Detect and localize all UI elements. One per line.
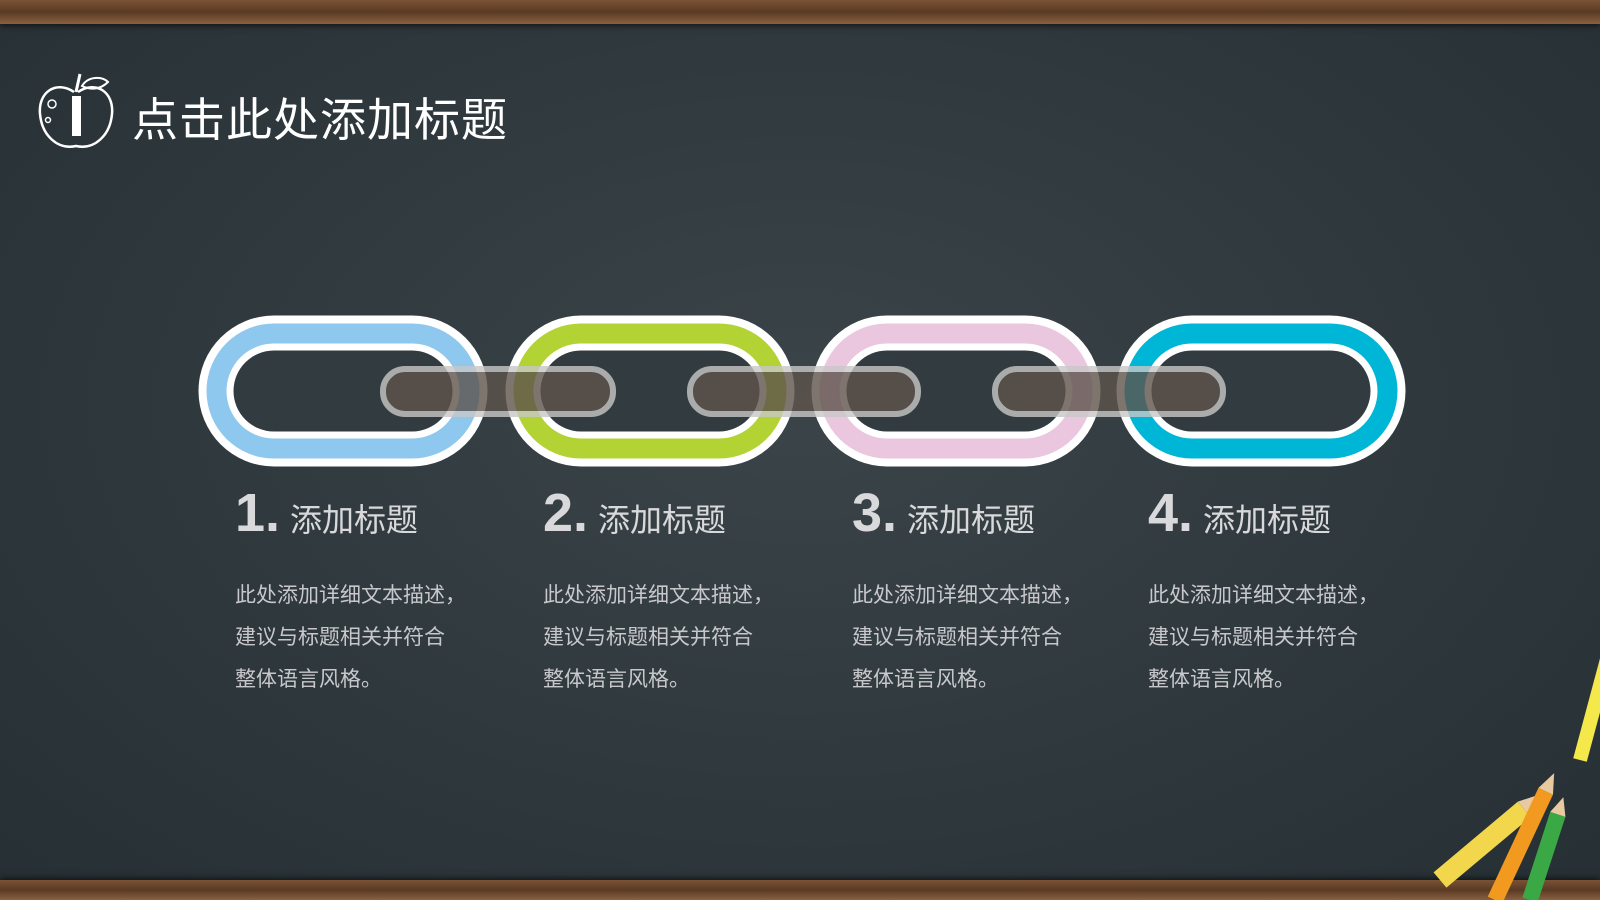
step-desc-line: 此处添加详细文本描述， bbox=[543, 583, 774, 607]
connector-link-1 bbox=[380, 366, 616, 417]
connector-link-3 bbox=[992, 366, 1226, 417]
chalkboard-frame-top bbox=[0, 0, 1600, 24]
step-desc-line: 此处添加详细文本描述， bbox=[1148, 583, 1379, 607]
step-1: 1.添加标题 此处添加详细文本描述， 建议与标题相关并符合整体语言风格。 bbox=[235, 482, 505, 700]
step-desc-line: 整体语言风格。 bbox=[852, 667, 999, 691]
step-title[interactable]: 添加标题 bbox=[598, 501, 727, 539]
step-desc-line: 建议与标题相关并符合 bbox=[543, 625, 753, 649]
page-title[interactable]: 点击此处添加标题 bbox=[132, 93, 508, 147]
step-desc-line: 建议与标题相关并符合 bbox=[852, 625, 1062, 649]
step-desc-line: 整体语言风格。 bbox=[235, 667, 382, 691]
step-desc-line: 建议与标题相关并符合 bbox=[1148, 625, 1358, 649]
step-desc-line: 整体语言风格。 bbox=[543, 667, 690, 691]
step-title[interactable]: 添加标题 bbox=[1203, 501, 1332, 539]
step-title[interactable]: 添加标题 bbox=[290, 501, 419, 539]
connector-link-2 bbox=[687, 366, 921, 417]
pencils-decoration bbox=[1433, 642, 1600, 900]
step-3: 3.添加标题 此处添加详细文本描述， 建议与标题相关并符合整体语言风格。 bbox=[852, 482, 1122, 700]
step-desc-line: 此处添加详细文本描述， bbox=[235, 583, 466, 607]
step-4: 4.添加标题 此处添加详细文本描述， 建议与标题相关并符合整体语言风格。 bbox=[1148, 482, 1418, 700]
step-number: 4. bbox=[1148, 483, 1194, 543]
chalkboard-frame-bottom bbox=[0, 880, 1600, 900]
step-2: 2.添加标题 此处添加详细文本描述， 建议与标题相关并符合整体语言风格。 bbox=[543, 482, 813, 700]
step-number: 2. bbox=[543, 483, 589, 543]
step-desc-line: 建议与标题相关并符合 bbox=[235, 625, 445, 649]
step-desc-line: 整体语言风格。 bbox=[1148, 667, 1295, 691]
step-title[interactable]: 添加标题 bbox=[907, 501, 1036, 539]
step-desc-line: 此处添加详细文本描述， bbox=[852, 583, 1083, 607]
step-number: 1. bbox=[235, 483, 281, 543]
step-number: 3. bbox=[852, 483, 898, 543]
apple-icon bbox=[38, 73, 114, 148]
